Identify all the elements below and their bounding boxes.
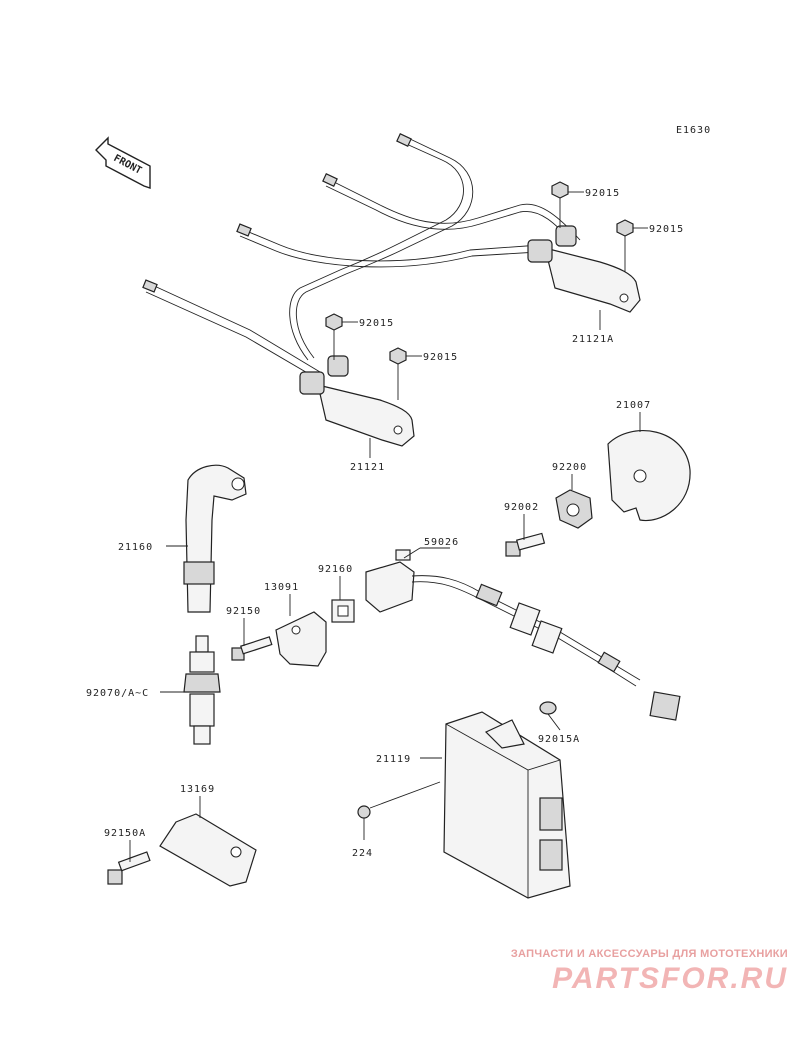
bolt-92150a-icon: [107, 851, 151, 885]
clip-92160: [331, 599, 355, 623]
label-59026: 59026: [424, 537, 459, 548]
igniter-21119: [443, 711, 571, 899]
ignition-leads: [142, 133, 581, 379]
label-92160: 92160: [318, 564, 353, 575]
label-92200: 92200: [552, 462, 587, 473]
watermark-tagline: ЗАПЧАСТИ И АКСЕССУАРЫ ДЛЯ МОТОТЕХНИКИ: [510, 948, 788, 960]
label-21121a: 21121A: [572, 334, 614, 345]
timing-rotor-21007: [607, 430, 691, 522]
nut-92200-icon: [555, 489, 593, 529]
label-21119: 21119: [376, 754, 411, 765]
label-13091: 13091: [264, 582, 299, 593]
label-92150a: 92150A: [104, 828, 146, 839]
label-21121: 21121: [350, 462, 385, 473]
screw-224-icon: [357, 781, 441, 819]
watermark: ЗАПЧАСТИ И АКСЕССУАРЫ ДЛЯ МОТОТЕХНИКИ PA…: [511, 948, 788, 996]
label-92015-b: 92015: [649, 224, 684, 235]
pickup-coil-59026: [365, 549, 681, 721]
label-92070: 92070/A~C: [86, 688, 149, 699]
collar-92015a-icon: [539, 701, 557, 715]
label-92015a: 92015A: [538, 734, 580, 745]
spark-plug-92070: [183, 635, 221, 745]
ignition-coil-21121a: [527, 225, 641, 313]
label-92150: 92150: [226, 606, 261, 617]
watermark-logo: PARTSFOR.RU: [552, 962, 788, 995]
ignition-coil-21121: [299, 355, 415, 447]
label-92015-a: 92015: [585, 188, 620, 199]
label-21007: 21007: [616, 400, 651, 411]
label-92002: 92002: [504, 502, 539, 513]
diagram-code: E1630: [676, 125, 711, 136]
label-21160: 21160: [118, 542, 153, 553]
front-arrow-icon: FRONT: [95, 136, 151, 189]
nut-92015-icon: [325, 181, 634, 365]
label-224: 224: [352, 848, 373, 859]
spark-plug-cap-21160: [183, 464, 247, 613]
bolt-92150-icon: [231, 636, 273, 661]
label-13169: 13169: [180, 784, 215, 795]
bolt-92002-icon: [505, 532, 546, 557]
bracket-13169: [159, 813, 257, 887]
label-92015-c: 92015: [359, 318, 394, 329]
bracket-13091: [275, 611, 327, 667]
label-92015-d: 92015: [423, 352, 458, 363]
